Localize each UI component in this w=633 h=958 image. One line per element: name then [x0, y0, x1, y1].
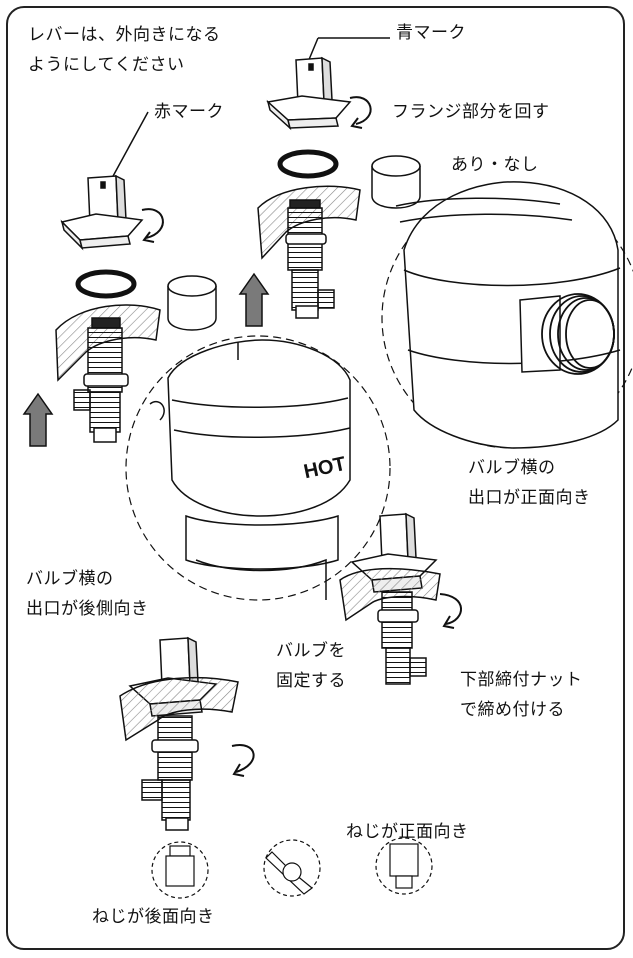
up-arrow-icon-2 — [22, 392, 54, 447]
valve-assembly-fix — [339, 512, 462, 685]
orientation-side-icon — [263, 839, 321, 897]
red-mark-leader — [111, 111, 149, 179]
with-without-label: あり・なし — [451, 155, 539, 175]
fix-valve-label: バルブを 固定する — [276, 641, 346, 691]
up-arrow-icon-1 — [238, 272, 270, 327]
thread-back-label: ねじが後面向き — [92, 907, 215, 927]
lever-outward-note: レバーは、外向きになる ようにしてください — [28, 25, 221, 75]
detail-circle-back — [125, 335, 391, 601]
rotate-flange-label: フランジ部分を回す — [392, 102, 550, 122]
valve-outlet-front-label: バルブ横の 出口が正面向き — [468, 458, 591, 508]
valve-assembly-bottom — [119, 636, 255, 831]
valve-outlet-back-label: バルブ横の 出口が後側向き — [26, 569, 149, 619]
valve-assembly-blue — [238, 56, 421, 327]
thread-front-label: ねじが正面向き — [346, 822, 469, 842]
diagram-frame — [6, 6, 625, 950]
detail-circle-front — [381, 181, 633, 449]
orientation-front-icon — [375, 837, 433, 895]
orientation-back-icon — [151, 841, 209, 899]
valve-assembly-red — [22, 174, 217, 447]
tighten-nut-label: 下部締付ナット で締め付ける — [460, 670, 583, 720]
blue-mark-label: 青マーク — [396, 23, 466, 43]
red-mark-label: 赤マーク — [154, 102, 224, 122]
